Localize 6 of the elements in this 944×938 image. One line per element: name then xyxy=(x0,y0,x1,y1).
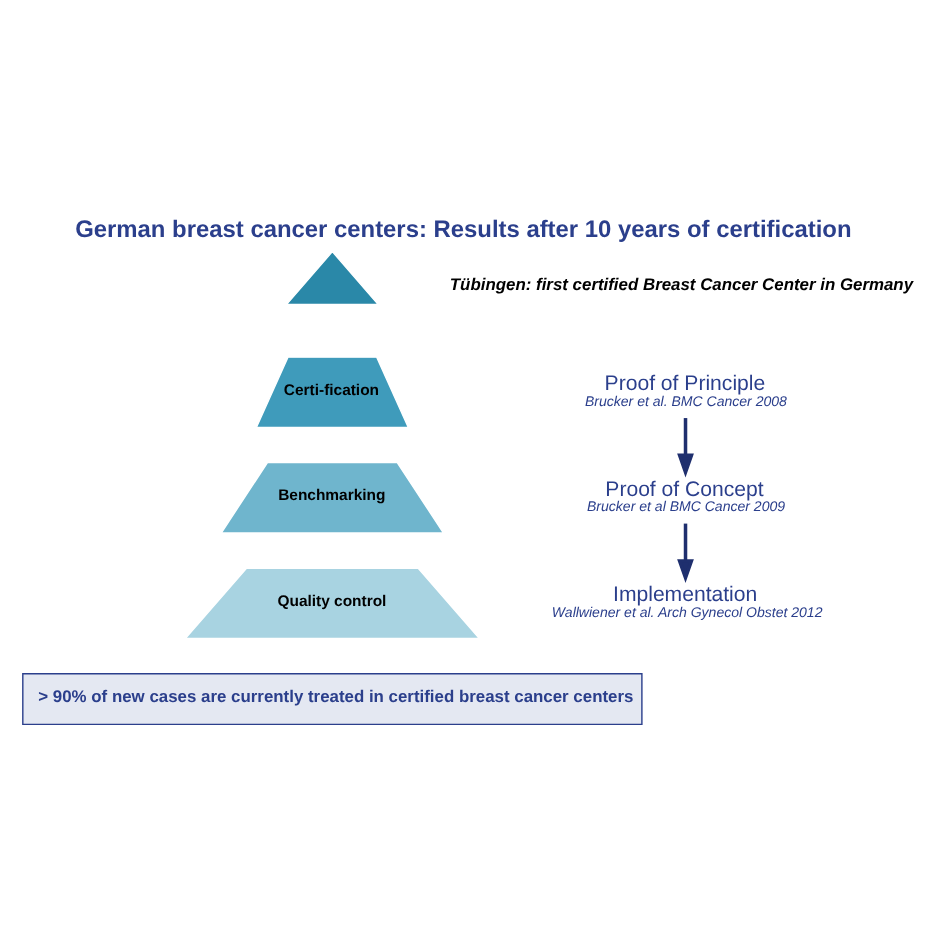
label: Tübingen: first certified Breast Cancer Center in Germany xyxy=(449,273,914,294)
caption: > 90% of new cases are currently treated in certified breast cancer centers xyxy=(38,686,634,706)
node-triangle xyxy=(285,250,380,306)
diagram-title: German breast cancer centers: Results after 10 years of certification xyxy=(75,214,852,243)
arrow xyxy=(677,523,694,584)
arrow xyxy=(677,418,694,478)
